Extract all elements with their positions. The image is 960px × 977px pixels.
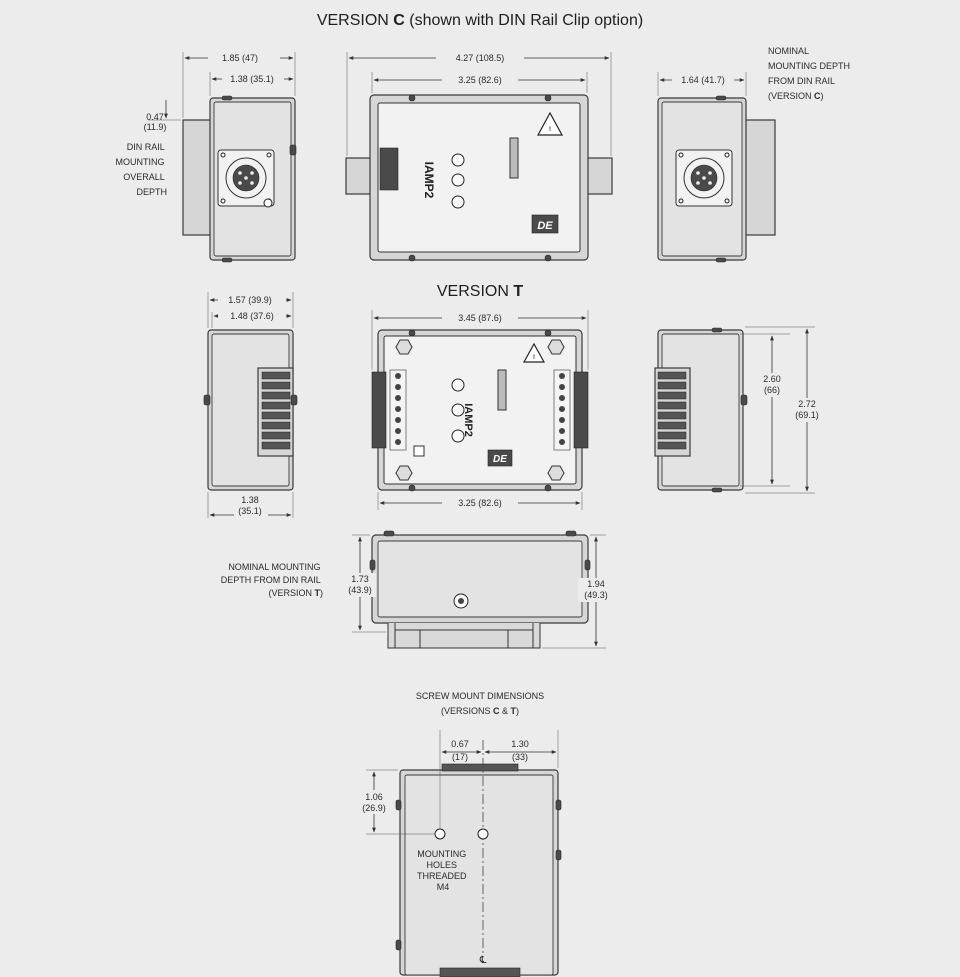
t-side-bottom-mm: (35.1) [238,506,262,516]
mounting-holes-note: MOUNTING HOLES THREADED M4 [417,849,469,892]
svg-text:!: ! [549,127,551,133]
version-c-right-side-view [657,95,776,263]
version-t-right-dimensions: 2.60 (66) 2.72 (69.1) [740,326,826,494]
nominal-mount-note-t: NOMINAL MOUNTING DEPTH FROM DIN RAIL (VE… [221,562,323,598]
t-height-overall-mm: (69.1) [795,410,819,420]
front-left-in: 1.73 [351,574,369,584]
version-c-left-dimensions: 1.85 (47) 1.38 (35.1) 0.47 (11.9) DIN RA… [115,52,296,197]
vertical-offset-in: 1.06 [365,792,383,802]
t-top-view-product-name: IAMP2 [462,403,474,437]
t-top-width-label: 3.45 (87.6) [458,313,502,323]
nominal-mount-note-c: NOMINAL MOUNTING DEPTH FROM DIN RAIL (VE… [768,46,853,101]
t-side-bottom-in: 1.38 [241,495,259,505]
front-right-in: 1.94 [587,579,605,589]
version-c-top-view: ! IAMP2 DE [345,94,613,262]
front-right-mm: (49.3) [584,590,608,600]
centerline-symbol: ℄ [479,955,487,966]
t-height-overall-in: 2.72 [798,399,816,409]
front-view-dimensions: 1.73 (43.9) 1.94 (49.3) NOMINAL MOUNTING… [221,534,616,649]
c-side-body-label: 1.38 (35.1) [230,74,274,84]
c-clip-depth-mm: (11.9) [144,122,167,132]
c-clip-depth-in: 0.47 [146,112,164,122]
version-t-title: VERSION T [437,283,523,300]
top-view-product-name: IAMP2 [422,162,436,199]
din-rail-depth-note: DIN RAIL MOUNTING OVERALL DEPTH [115,142,167,197]
screw-mount-subtitle: (VERSIONS C & T) [441,706,519,716]
screw-mount-dimensions: 0.67 (17) 1.30 (33) 1.06 (26.9) [358,730,559,835]
c-right-side-label: 1.64 (41.7) [681,75,725,85]
offset-a-mm: (17) [452,752,468,762]
version-c-title: VERSION C (shown with DIN Rail Clip opti… [317,12,643,29]
version-t-top-dimensions: 3.45 (87.6) 3.25 (82.6) [371,310,589,510]
offset-b-mm: (33) [512,752,528,762]
screw-mount-heading: SCREW MOUNT DIMENSIONS (VERSIONS C & T) [416,691,544,716]
screw-mount-view: ℄ MOUNTING HOLES THREADED M4 [395,740,562,977]
version-t-right-side-view [654,327,748,493]
svg-text:!: ! [533,355,535,361]
version-c-left-side-view [182,95,297,263]
front-view [369,530,591,649]
version-t-top-view: ! IAMP2 DE [371,329,589,492]
top-view-brand-logo: DE [537,220,553,232]
version-t-left-dimensions: 1.57 (39.9) 1.48 (37.6) 1.38 (35.1) [207,292,294,518]
c-top-body-label: 3.25 (82.6) [458,75,502,85]
c-side-overall-label: 1.85 (47) [222,53,258,63]
version-t-left-side-view [203,329,298,491]
t-side-overall-label: 1.57 (39.9) [228,295,272,305]
screw-mount-title: SCREW MOUNT DIMENSIONS [416,691,544,701]
vertical-offset-mm: (26.9) [362,803,386,813]
t-height-body-in: 2.60 [763,374,781,384]
t-height-body-mm: (66) [764,385,780,395]
offset-b-in: 1.30 [511,739,529,749]
front-left-mm: (43.9) [348,585,372,595]
t-bottom-width-label: 3.25 (82.6) [458,498,502,508]
version-c-right-dimensions: 1.64 (41.7) NOMINAL MOUNTING DEPTH FROM … [657,46,853,101]
version-c-top-dimensions: 4.27 (108.5) 3.25 (82.6) [346,52,612,156]
t-top-view-brand-logo: DE [493,454,507,465]
offset-a-in: 0.67 [451,739,469,749]
t-side-body-label: 1.48 (37.6) [230,311,274,321]
c-top-overall-label: 4.27 (108.5) [456,53,505,63]
